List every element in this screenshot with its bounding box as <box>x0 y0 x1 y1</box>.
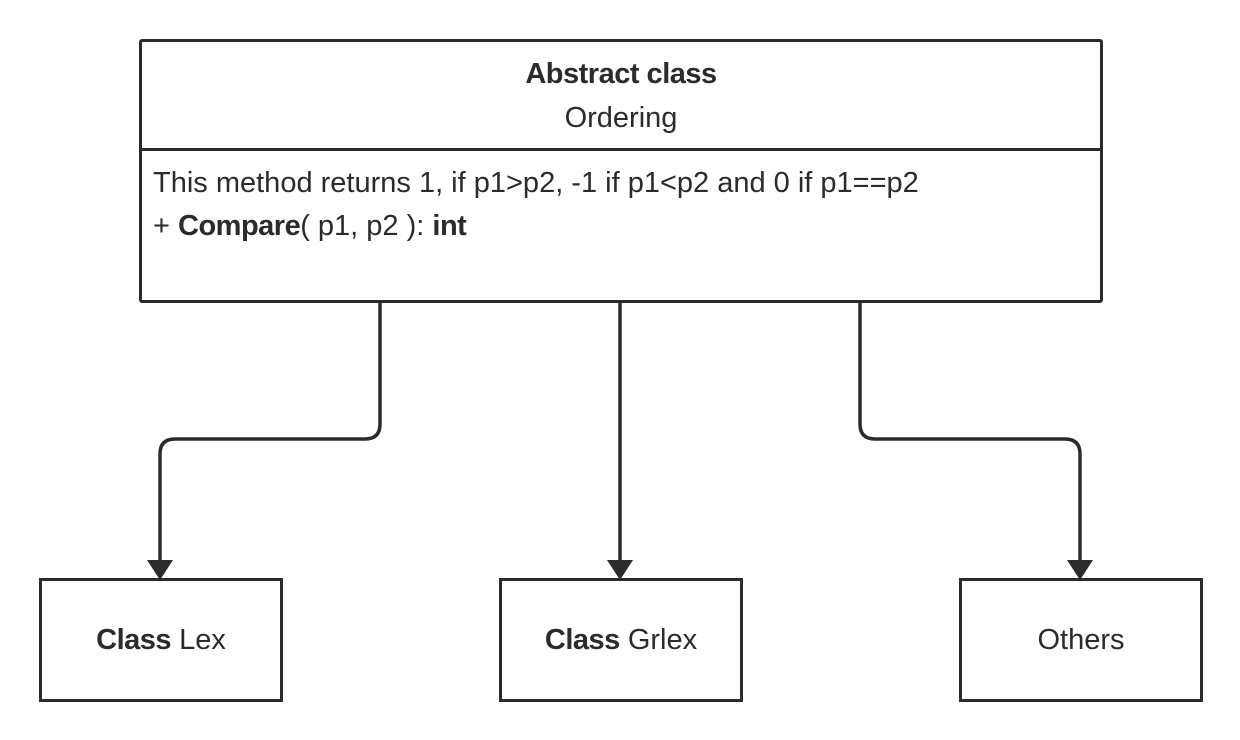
class-lex-keyword: Class <box>96 623 172 656</box>
connector-to-lex <box>158 300 382 562</box>
class-lex-name: Lex <box>179 623 226 656</box>
abstract-class-name: Ordering <box>564 102 678 134</box>
abstract-class-header: Abstract class Ordering <box>142 42 1100 151</box>
method-params: ( p1, p2 ): <box>300 210 425 242</box>
method-description: This method returns 1, if p1>p2, -1 if p… <box>153 167 919 199</box>
abstract-class-stereotype: Abstract class <box>525 58 717 90</box>
method-signature: + Compare( p1, p2 ): int <box>153 210 467 243</box>
abstract-class-body: This method returns 1, if p1>p2, -1 if p… <box>142 151 1100 300</box>
method-return-type: int <box>432 210 467 242</box>
others-box[interactable]: Others <box>959 578 1203 702</box>
method-visibility: + <box>153 210 170 242</box>
class-grlex-box[interactable]: Class Grlex <box>499 578 743 702</box>
abstract-class-box[interactable]: Abstract class Ordering This method retu… <box>139 39 1103 303</box>
class-grlex-keyword: Class <box>544 623 620 656</box>
arrowhead-grlex <box>607 560 633 580</box>
connector-to-others <box>858 300 1082 562</box>
others-name: Others <box>1037 623 1125 656</box>
arrowhead-lex <box>147 560 173 580</box>
arrowhead-others <box>1067 560 1093 580</box>
class-grlex-name: Grlex <box>627 623 698 656</box>
class-lex-box[interactable]: Class Lex <box>39 578 283 702</box>
method-name: Compare <box>178 210 301 242</box>
